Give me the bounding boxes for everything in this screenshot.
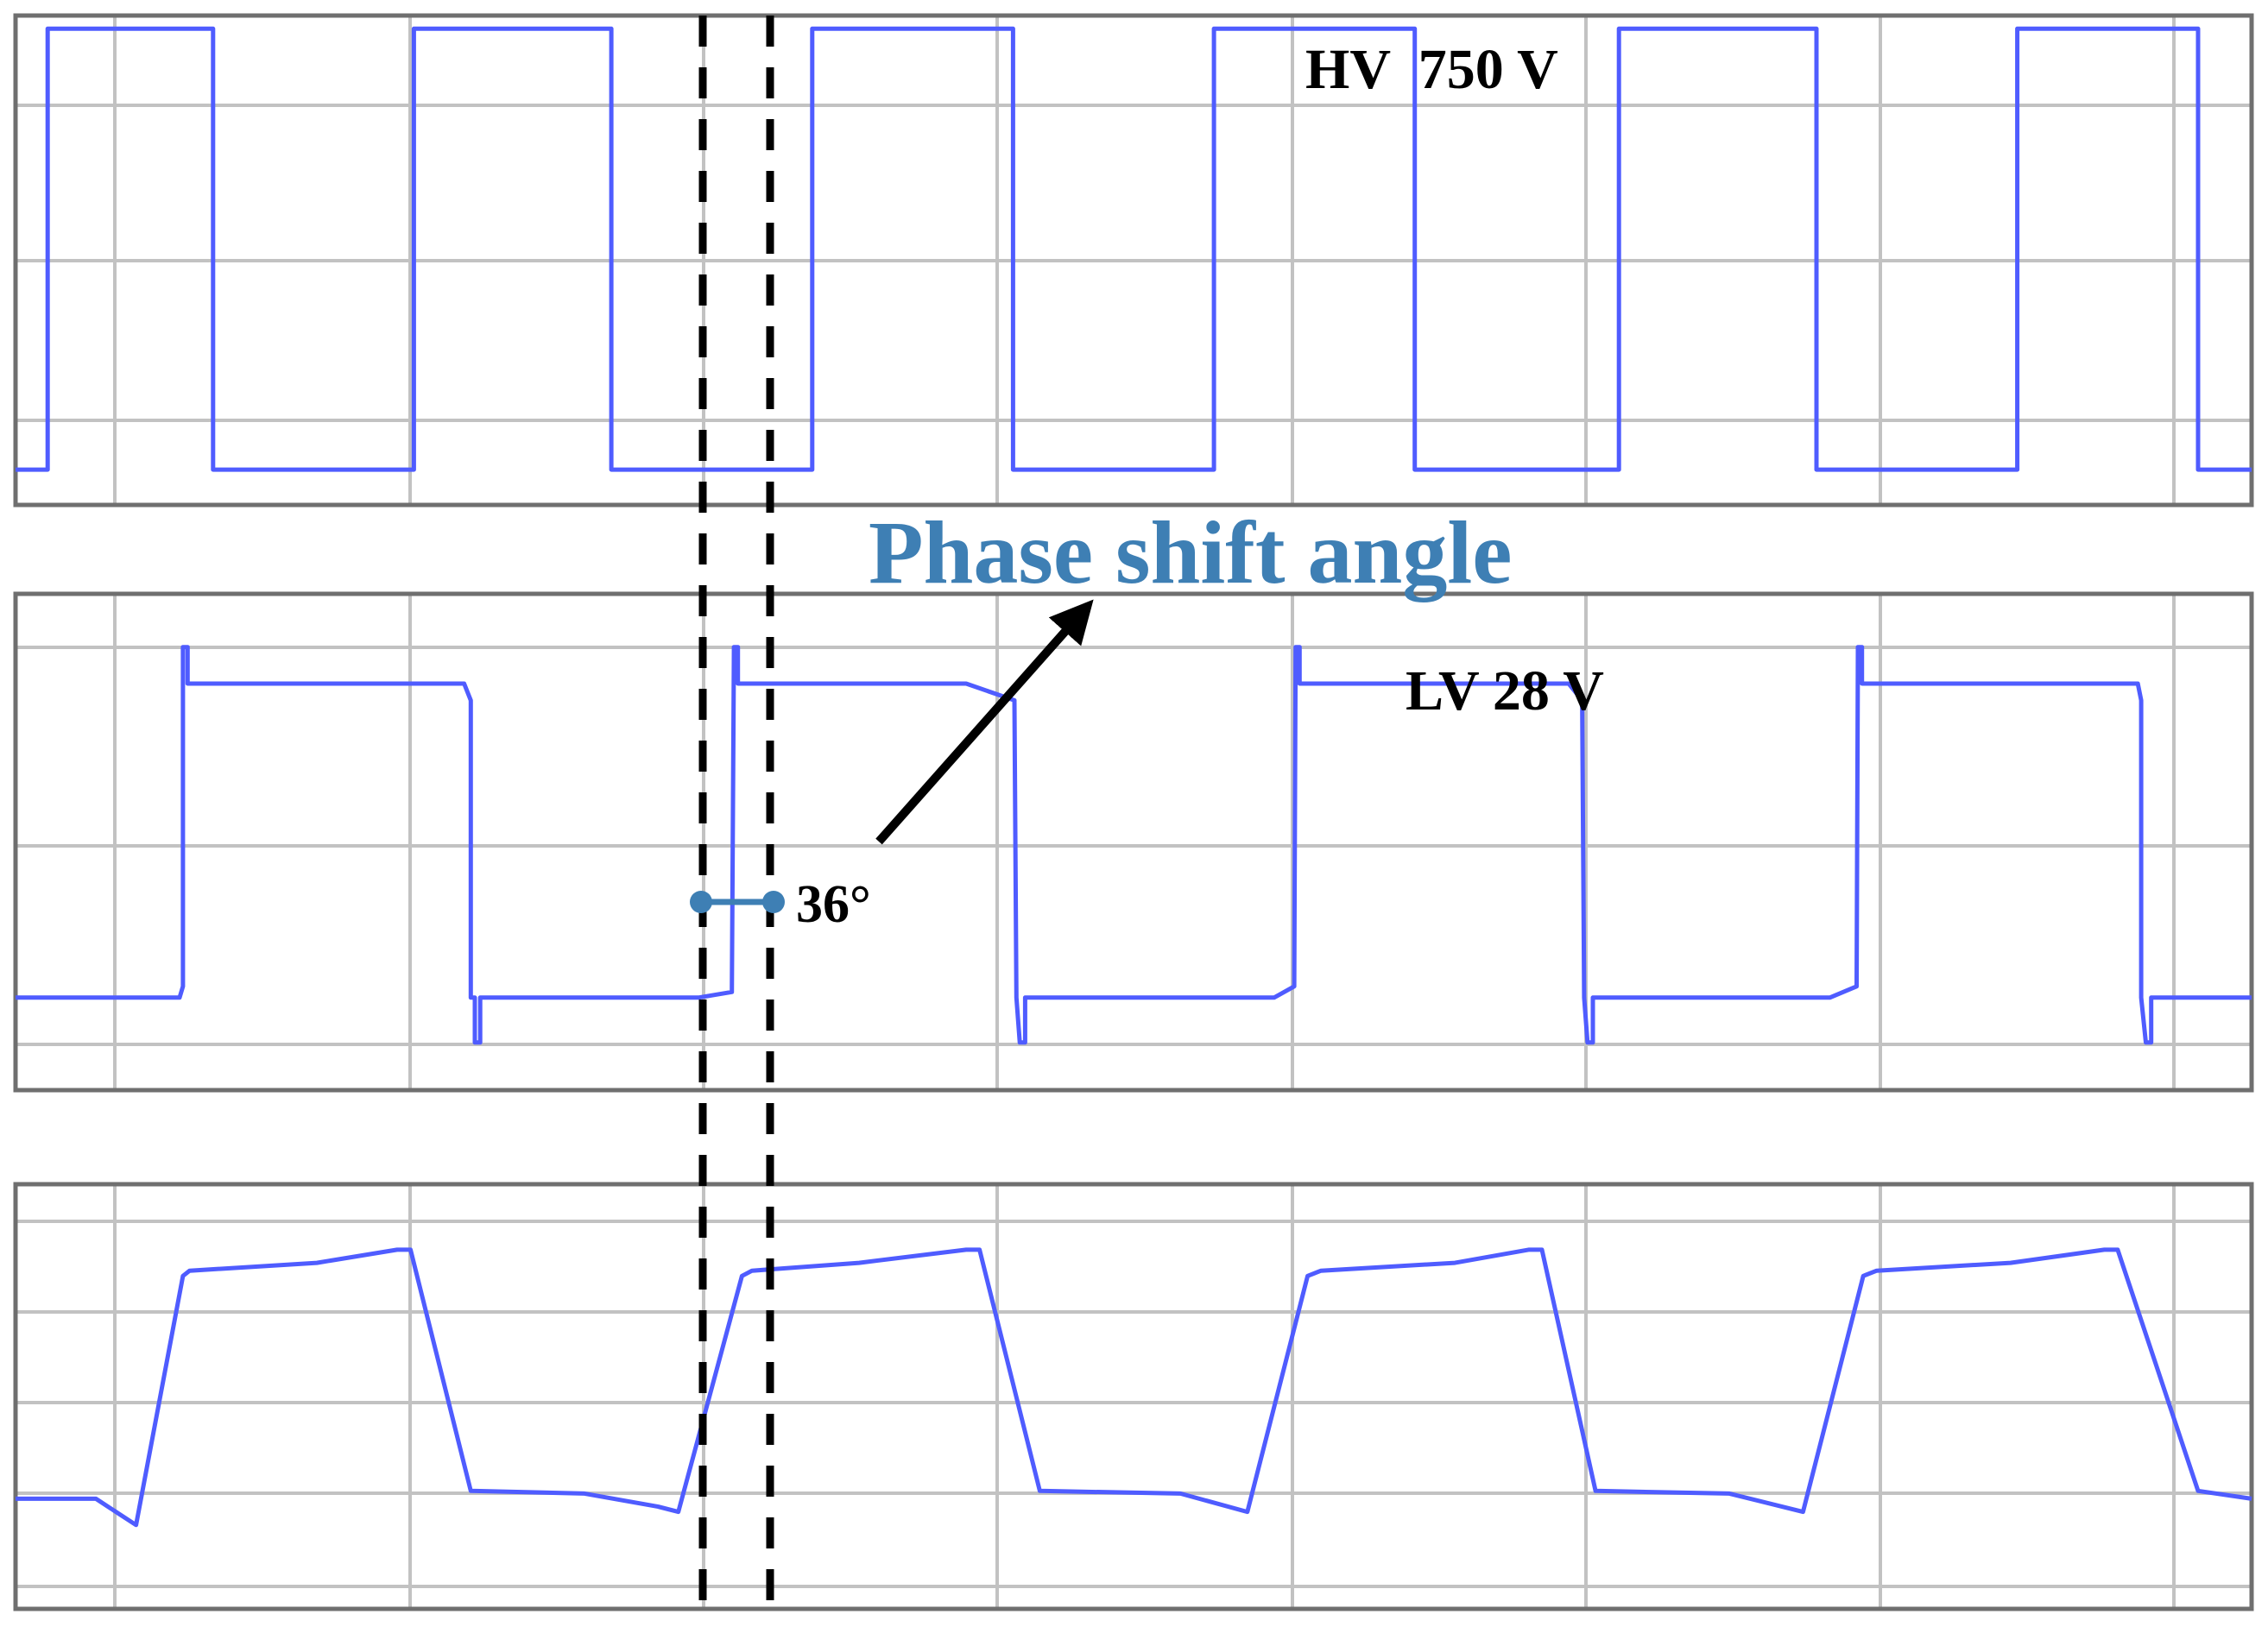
waveform-trace xyxy=(16,26,2252,472)
waveform-trace xyxy=(16,645,2252,1045)
phase-shift-label: Phase shift angle xyxy=(869,503,1512,602)
current-panel xyxy=(13,1182,2254,1611)
angle-span-end-dot xyxy=(762,891,785,913)
phase-shift-arrow xyxy=(875,599,1094,845)
panel-frame xyxy=(13,591,2254,1093)
hv-voltage-panel xyxy=(13,13,2254,508)
hv-label: HV 750 V xyxy=(1305,38,1558,101)
panel-frame xyxy=(13,13,2254,508)
waveform-trace xyxy=(16,1247,2252,1528)
angle-label: 36° xyxy=(796,875,871,934)
angle-span-start-dot xyxy=(690,891,712,913)
panel-frame xyxy=(13,1182,2254,1611)
lv-voltage-panel xyxy=(13,591,2254,1093)
lv-label: LV 28 V xyxy=(1406,659,1604,722)
